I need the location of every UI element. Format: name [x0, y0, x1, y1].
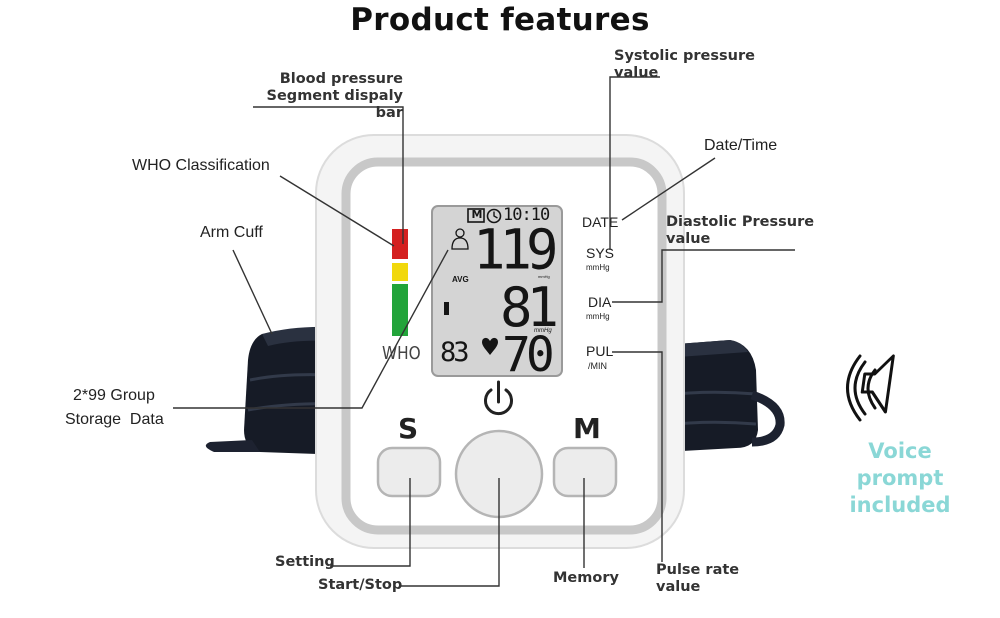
lcd-unit-systolic: mmHg — [538, 274, 550, 279]
label-systolic-line2: value — [614, 65, 659, 81]
power-icon — [484, 380, 513, 416]
label-who-classification: WHO Classification — [132, 157, 270, 174]
lcd-diastolic: 81 — [500, 276, 559, 339]
voice-line2: prompt — [856, 466, 944, 490]
lcd-avg: AVG — [452, 275, 469, 284]
memory-mode-icon: M — [471, 208, 483, 221]
label-diastolic-line1: Diastolic Pressure — [666, 214, 815, 230]
side-dia: DIA — [588, 294, 612, 310]
lcd-pulse: 70 — [502, 327, 555, 383]
button-m-label: M — [573, 412, 601, 445]
label-bp-bar-line1: Blood pressure — [279, 71, 403, 87]
label-systolic: Systolic pressure value — [614, 48, 755, 82]
page-title: Product features — [350, 2, 650, 38]
label-storage-line2: Storage Data — [65, 411, 164, 428]
label-storage-line1: 2*99 Group — [73, 387, 155, 404]
lcd-unit-diastolic: mmHg — [534, 328, 552, 334]
side-pul-unit: /MIN — [588, 361, 607, 371]
voice-line3: included — [849, 493, 951, 517]
side-pul: PUL — [586, 343, 614, 359]
label-pulse-line2: value — [656, 579, 701, 595]
clock-icon — [486, 208, 502, 224]
label-diastolic-line2: value — [666, 231, 711, 247]
who-label: WHO — [382, 343, 421, 364]
label-memory: Memory — [553, 570, 619, 586]
label-pulse-line1: Pulse rate — [656, 562, 740, 578]
side-sys: SYS — [586, 245, 615, 261]
label-diastolic: Diastolic Pressure value — [666, 214, 814, 248]
speaker-icon — [846, 354, 895, 422]
lcd-memory-count: 83 — [440, 337, 469, 368]
person-icon — [451, 228, 469, 250]
label-start-stop: Start/Stop — [318, 577, 403, 593]
side-date: DATE — [582, 214, 619, 230]
side-dia-unit: mmHg — [586, 312, 610, 321]
label-date-time: Date/Time — [704, 137, 778, 154]
label-pulse: Pulse rate value — [656, 562, 739, 596]
label-systolic-line1: Systolic pressure — [614, 48, 755, 64]
label-bp-bar: Blood pressure Segment dispaly bar — [253, 71, 403, 122]
label-arm-cuff: Arm Cuff — [200, 224, 263, 241]
voice-prompt-text: Voice prompt included — [838, 438, 962, 519]
label-bp-bar-line2: Segment dispaly bar — [266, 88, 403, 121]
lcd-time: 10:10 — [503, 205, 550, 225]
voice-line1: Voice — [868, 439, 932, 463]
label-setting: Setting — [275, 554, 335, 570]
heart-icon — [482, 337, 498, 355]
lcd-systolic: 119 — [473, 217, 559, 282]
button-s-label: S — [398, 412, 419, 445]
side-sys-unit: mmHg — [586, 263, 610, 272]
